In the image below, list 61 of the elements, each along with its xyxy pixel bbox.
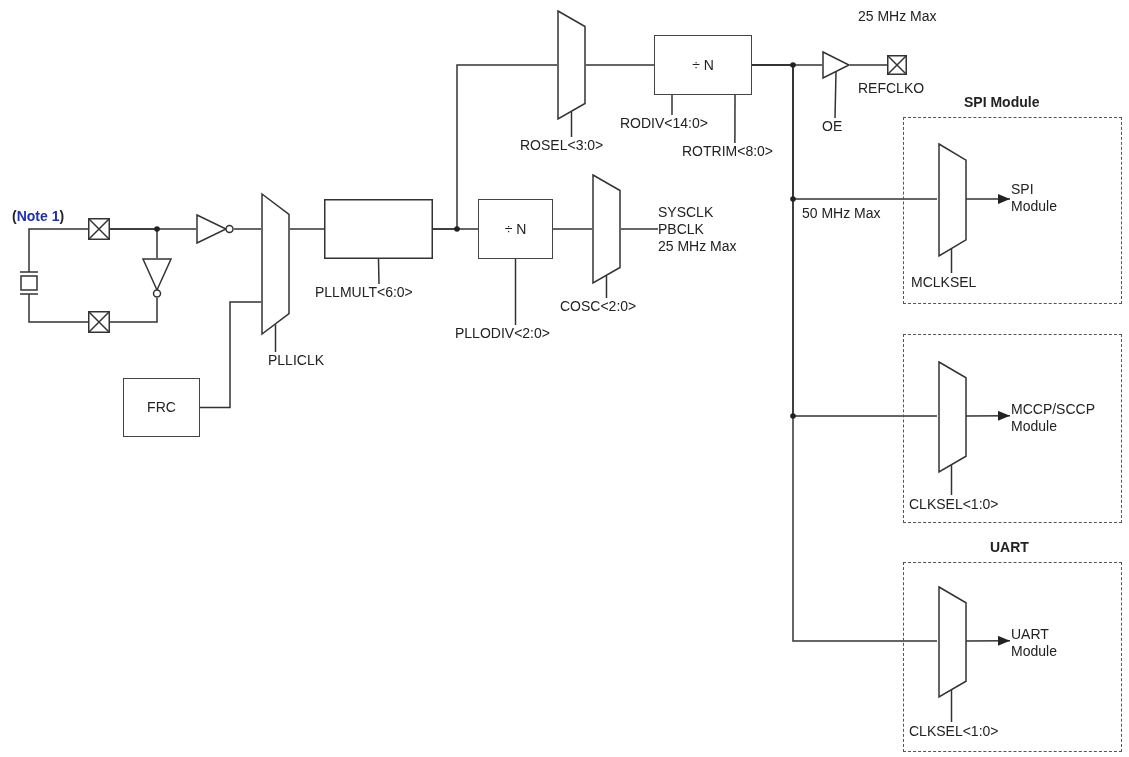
connector-line [570,111,573,138]
dashed-group-box [903,334,1122,523]
connector-line [585,64,655,66]
signal-label: SYSCLK [658,204,715,221]
connector-line [734,94,736,144]
connector-line [199,301,262,409]
connector-line [620,228,659,230]
connector-line [109,297,158,323]
crystal-symbol [18,258,40,308]
signal-label: MCLKSEL [911,274,991,291]
connector-line [28,307,89,323]
signal-label: REFCLKO [858,80,925,97]
signal-label: RODIV<14:0> [620,115,724,132]
connector-line [289,228,325,230]
pin-pad-symbol [88,218,110,240]
connector-line [671,94,673,116]
signal-label: COSC<2:0> [560,298,666,315]
signal-label: 25 MHz Max [858,8,937,25]
pin-pad-symbol [887,55,907,75]
signal-label: ROTRIM<8:0> [682,143,790,160]
signal-label: PLLODIV<2:0> [455,325,575,342]
signal-label: PLLMULT<6:0> [315,284,443,301]
block-box: ÷ N [478,199,553,259]
pin-pad-symbol [88,311,110,333]
inverter-symbol [142,258,172,298]
signal-label: MCCP/SCCP Module [1011,401,1115,437]
connector-line [514,258,517,326]
signal-label: PBCLK [658,221,705,238]
signal-label: PLLICLK [268,352,338,369]
connector-line [377,258,380,285]
connector-line [109,228,158,259]
signal-label: SPI Module [1011,181,1061,217]
connector-line [432,64,558,230]
connector-line [849,64,888,66]
multiplexer-symbol [938,361,967,473]
block-box: ÷ N [654,35,752,95]
connector-line [950,246,953,274]
signal-label: UART Module [1011,626,1071,662]
group-heading: SPI Module [964,94,1040,111]
connector-line [552,228,593,230]
multiplexer-symbol [261,193,290,335]
block-box [324,199,433,259]
group-heading: UART [990,539,1029,556]
multiplexer-symbol [938,586,967,698]
connector-line [233,228,262,230]
signal-label: CLKSEL<1:0> [909,496,1019,513]
signal-label: CLKSEL<1:0> [909,723,1019,740]
multiplexer-symbol [592,174,621,284]
connector-line [274,323,277,353]
multiplexer-symbol [557,10,586,120]
connector-line [605,275,608,299]
signal-label: 25 MHz Max [658,238,738,255]
connector-line [28,228,89,259]
block-box: FRC [123,378,200,437]
inverter-symbol [196,214,234,244]
note-reference: (Note 1) [12,208,65,225]
connector-line [834,71,837,119]
buffer-symbol [822,51,850,79]
signal-label: ROSEL<3:0> [520,137,620,154]
multiplexer-symbol [938,143,967,257]
signal-label: OE [822,118,848,135]
